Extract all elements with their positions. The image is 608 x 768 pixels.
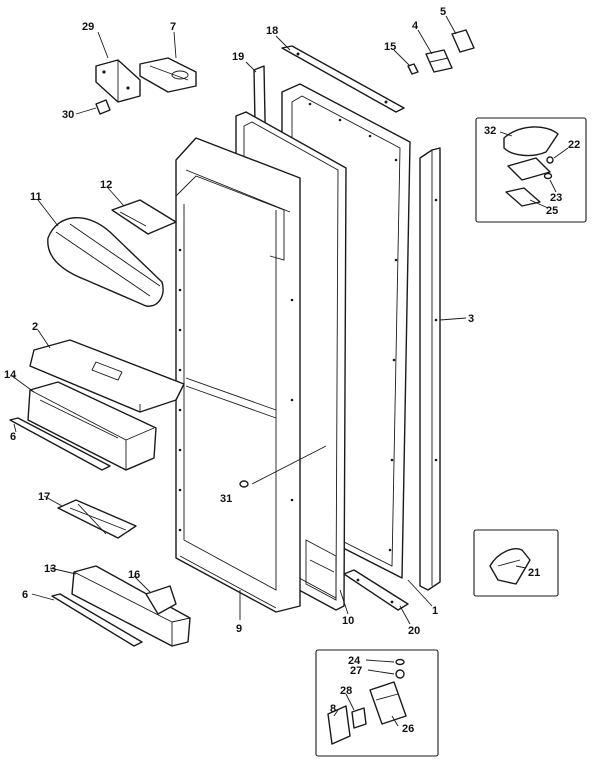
callout-14: 14	[4, 369, 17, 381]
part-18-top-trim	[281, 45, 405, 113]
callout-26: 26	[402, 723, 414, 735]
callout-17: 17	[38, 491, 50, 503]
callout-13: 13	[44, 563, 56, 575]
part-3-vertical-trim	[419, 147, 441, 591]
part-2-bin-cover	[29, 339, 185, 413]
callout-3: 3	[468, 313, 474, 325]
callout-28: 28	[340, 685, 352, 697]
callout-27: 27	[350, 665, 362, 677]
callout-numbers: 29 7 18 5 4 15 19 30 32 22 23 25 11 12 3…	[4, 6, 580, 735]
callout-30: 30	[62, 109, 74, 121]
part-31-plug	[239, 480, 249, 488]
inset-box-handle-parts	[475, 117, 587, 223]
callout-4: 4	[412, 20, 419, 32]
callout-1: 1	[432, 605, 438, 617]
part-4-hinge-cover	[425, 49, 453, 73]
callout-20: 20	[408, 625, 420, 637]
inset-box-hinge-parts	[315, 649, 439, 757]
part-7-hinge-assembly	[139, 57, 197, 93]
callout-7: 7	[170, 21, 176, 33]
callout-19: 19	[232, 51, 244, 63]
callout-29: 29	[82, 21, 94, 33]
part-17-tray	[57, 499, 137, 539]
callout-24: 24	[348, 655, 361, 667]
part-6-trim-strip-upper	[9, 417, 111, 471]
part-11-dairy-cover	[47, 217, 164, 307]
inset-box-part-21	[473, 529, 559, 597]
part-5-plate	[451, 29, 475, 53]
callout-2: 2	[32, 321, 38, 333]
callout-16: 16	[128, 569, 140, 581]
callout-32: 32	[484, 125, 496, 137]
callout-31: 31	[220, 493, 232, 505]
part-9-door-liner	[175, 137, 301, 613]
part-29-hinge-bracket	[95, 59, 141, 103]
part-6-trim-strip-lower	[51, 593, 143, 647]
callout-18: 18	[266, 25, 278, 37]
callout-6-lower: 6	[22, 589, 28, 601]
leader-lines	[11, 15, 569, 727]
callout-12: 12	[100, 179, 112, 191]
part-16-end-cap	[145, 585, 177, 615]
part-14-bin	[27, 381, 157, 471]
callout-21: 21	[528, 567, 540, 579]
callout-5: 5	[440, 6, 446, 18]
part-13-lower-bin	[71, 565, 191, 647]
callout-8: 8	[330, 703, 336, 715]
callout-9: 9	[236, 623, 242, 635]
callout-11: 11	[30, 191, 42, 203]
part-12-small-cover	[111, 199, 177, 235]
part-20-bottom-trim	[343, 569, 409, 611]
part-30-clip	[95, 99, 111, 115]
callout-22: 22	[568, 139, 580, 151]
part-15-screw	[407, 63, 419, 75]
callout-25: 25	[546, 205, 558, 217]
callout-10: 10	[342, 615, 354, 627]
callout-6-upper: 6	[10, 431, 16, 443]
callout-15: 15	[384, 41, 396, 53]
callout-23: 23	[550, 192, 562, 204]
